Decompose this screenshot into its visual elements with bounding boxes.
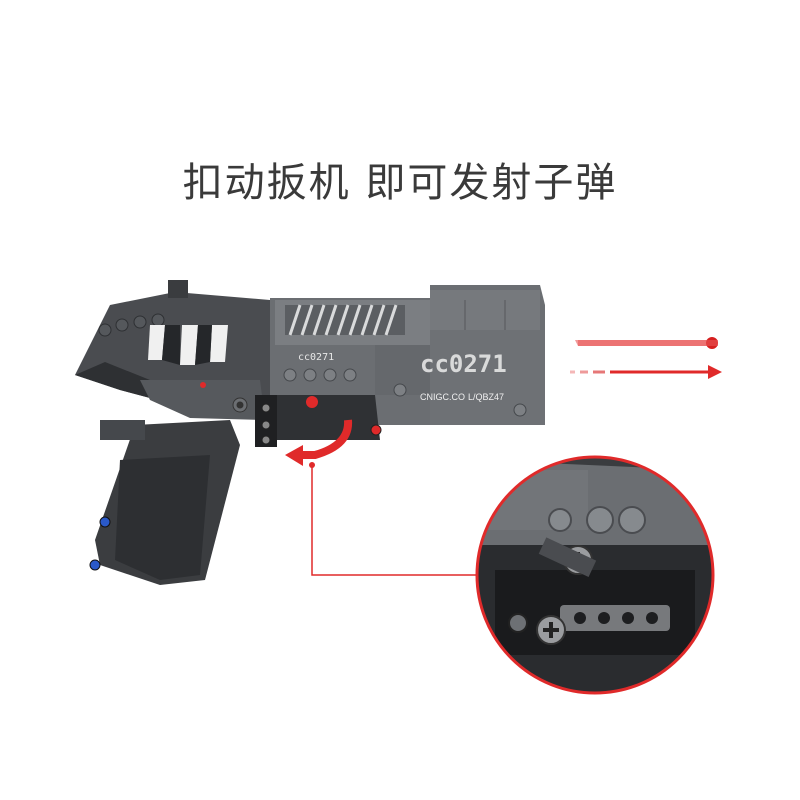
zoom-detail (475, 455, 715, 695)
bullet-projectile (575, 337, 718, 349)
zoom-ring (475, 455, 715, 695)
trigger-guard (262, 395, 380, 440)
trigger-pull-arrow (285, 419, 353, 466)
slide-small-code: cc0271 (298, 352, 334, 363)
trigger-red-peg (306, 396, 318, 408)
toy-pistol: cc0271 cc0271 CNIGC.CO L/QBZ47 (75, 280, 545, 585)
slide-big-code: cc0271 (420, 350, 507, 378)
slide-stripes (285, 304, 405, 336)
slide-model: L/QBZ47 (468, 392, 504, 402)
slide-brand: CNIGC.CO (420, 392, 465, 402)
callout-line (311, 465, 480, 576)
fire-direction-arrow (570, 365, 722, 379)
slide-ridges (148, 325, 228, 365)
headline-text: 扣动扳机 即可发射子弹 (182, 160, 618, 206)
rear-sight (168, 280, 188, 298)
